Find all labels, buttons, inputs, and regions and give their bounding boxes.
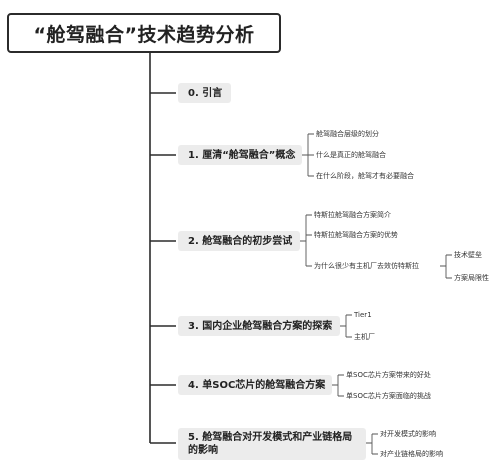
subtopic-tesla-overview[interactable]: 特斯拉舱驾融合方案简介: [314, 211, 391, 219]
topic-single-soc[interactable]: 4. 单SOC芯片的舱驾融合方案: [178, 375, 332, 395]
subtopic-true-fusion[interactable]: 什么是真正的舱驾融合: [316, 151, 386, 159]
branch-4-leaves: [332, 374, 344, 397]
subtopic-tesla-advantages[interactable]: 特斯拉舱驾融合方案的优势: [314, 231, 398, 239]
subtopic-soc-benefits[interactable]: 单SOC芯片方案带来的好处: [346, 371, 431, 379]
topic-industry-impact[interactable]: 5. 舱驾融合对开发模式和产业链格局的影响: [178, 428, 366, 460]
branch-2-sub-leaves: [440, 254, 452, 279]
branch-1-leaves: [302, 133, 314, 177]
subtopic-fusion-levels[interactable]: 舱驾融合层级的划分: [316, 130, 379, 138]
subtopic-soc-challenges[interactable]: 单SOC芯片方案面临的挑战: [346, 392, 431, 400]
branch-5-leaves: [366, 433, 378, 455]
branch-2-leaves: [300, 214, 312, 267]
subtopic-when-fusion[interactable]: 在什么阶段，舱驾才有必要融合: [316, 172, 414, 180]
subtopic-dev-mode-impact[interactable]: 对开发模式的影响: [380, 430, 436, 438]
subtopic-why-not-follow[interactable]: 为什么很少有主机厂去效仿特斯拉: [314, 262, 419, 270]
subtopic-oem[interactable]: 主机厂: [354, 333, 375, 341]
topic-concept[interactable]: 1. 厘清“舱驾融合”概念: [178, 145, 302, 165]
topic-introduction[interactable]: 0. 引言: [178, 83, 231, 103]
topic-initial-attempt[interactable]: 2. 舱驾融合的初步尝试: [178, 231, 300, 251]
branch-3-leaves: [340, 314, 352, 338]
subtopic-solution-limits[interactable]: 方案局限性: [454, 274, 489, 282]
topic-domestic-exploration[interactable]: 3. 国内企业舱驾融合方案的探索: [178, 316, 340, 336]
root-topic[interactable]: “舱驾融合”技术趋势分析: [7, 13, 281, 53]
subtopic-tier1[interactable]: Tier1: [354, 311, 372, 319]
subtopic-tech-barrier[interactable]: 技术壁垒: [454, 251, 482, 259]
subtopic-supply-chain-impact[interactable]: 对产业链格局的影响: [380, 450, 443, 458]
